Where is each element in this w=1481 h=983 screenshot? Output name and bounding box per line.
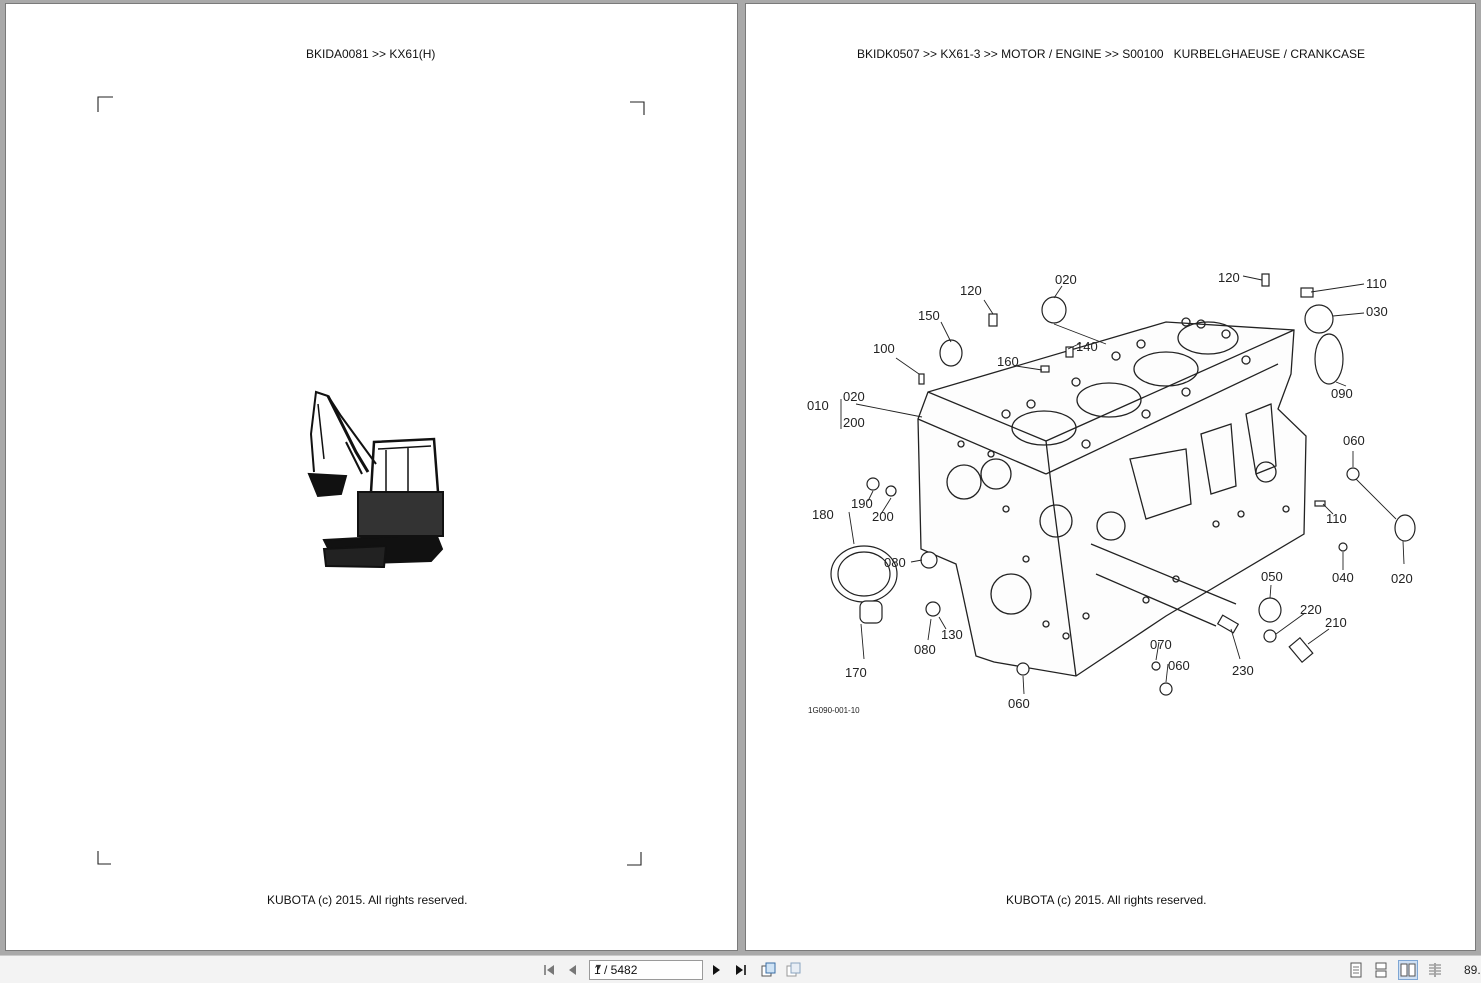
label-080-a: 080 [884,555,906,570]
label-150: 150 [918,308,940,323]
crankcase-block-drawing [917,317,1307,677]
two-page-continuous-icon[interactable] [1425,960,1445,980]
forward-view-icon[interactable] [783,960,803,980]
next-page-icon[interactable] [706,960,726,980]
page-number-input[interactable]: 1 / 5482 ▼ [589,960,703,980]
left-page-header: BKIDA0081 >> KX61(H) [306,47,436,61]
continuous-icon[interactable] [1371,960,1391,980]
label-200-b: 200 [872,509,894,524]
label-120-a: 120 [960,283,982,298]
label-050: 050 [1261,569,1283,584]
viewer-toolbar: 1 / 5482 ▼ 89. [0,955,1481,983]
label-190: 190 [851,496,873,511]
label-020-b: 020 [1055,272,1077,287]
leader-lines [840,275,1405,695]
label-160: 160 [997,354,1019,369]
label-040: 040 [1332,570,1354,585]
crop-mark-top-right [630,101,645,115]
page-number-value: 1 / 5482 [594,963,638,977]
label-060-a: 060 [1343,433,1365,448]
crop-mark-bottom-left [97,851,111,865]
label-120-b: 120 [1218,270,1240,285]
label-020-a: 020 [843,389,865,404]
label-130: 130 [941,627,963,642]
right-page-header: BKIDK0507 >> KX61-3 >> MOTOR / ENGINE >>… [857,47,1365,61]
back-view-icon[interactable] [758,960,778,980]
zoom-level[interactable]: 89. [1464,963,1481,977]
last-page-icon[interactable] [731,960,751,980]
crankcase-parts-diagram: 010 020 200 120 150 100 160 140 020 120 … [807,270,1416,715]
first-page-icon[interactable] [539,960,559,980]
label-100: 100 [873,341,895,356]
label-080-b: 080 [914,642,936,657]
label-220: 220 [1300,602,1322,617]
right-pdf-page: BKIDK0507 >> KX61-3 >> MOTOR / ENGINE >>… [745,3,1476,951]
label-060-b: 060 [1168,658,1190,673]
label-020-c: 020 [1391,571,1413,586]
part-labels: 010 020 200 120 150 100 160 140 020 120 … [807,270,1413,715]
label-180: 180 [812,507,834,522]
two-page-icon[interactable] [1398,960,1418,980]
label-090: 090 [1331,386,1353,401]
label-110-a: 110 [1366,276,1387,291]
label-110-b: 110 [1326,511,1347,526]
label-010: 010 [807,398,829,413]
left-page-footer: KUBOTA (c) 2015. All rights reserved. [267,893,468,907]
label-060-c: 060 [1008,696,1030,711]
label-210: 210 [1325,615,1347,630]
page-select-dropdown-icon[interactable]: ▼ [594,962,603,972]
crop-mark-bottom-right [627,852,642,866]
label-170: 170 [845,665,867,680]
label-200-a: 200 [843,415,865,430]
single-page-icon[interactable] [1346,960,1366,980]
crop-mark-top-left [97,96,113,112]
right-page-footer: KUBOTA (c) 2015. All rights reserved. [1006,893,1207,907]
prev-page-icon[interactable] [563,960,583,980]
excavator-illustration [307,390,444,569]
left-pdf-page: BKIDA0081 >> KX61(H) KUBOTA (c) 2015. Al… [5,3,738,951]
drawing-code: 1G090-001-10 [808,706,860,715]
loose-parts [830,273,1416,696]
label-140: 140 [1076,339,1098,354]
left-page-graphics [97,96,645,866]
label-070: 070 [1150,637,1172,652]
label-030: 030 [1366,304,1388,319]
label-230: 230 [1232,663,1254,678]
